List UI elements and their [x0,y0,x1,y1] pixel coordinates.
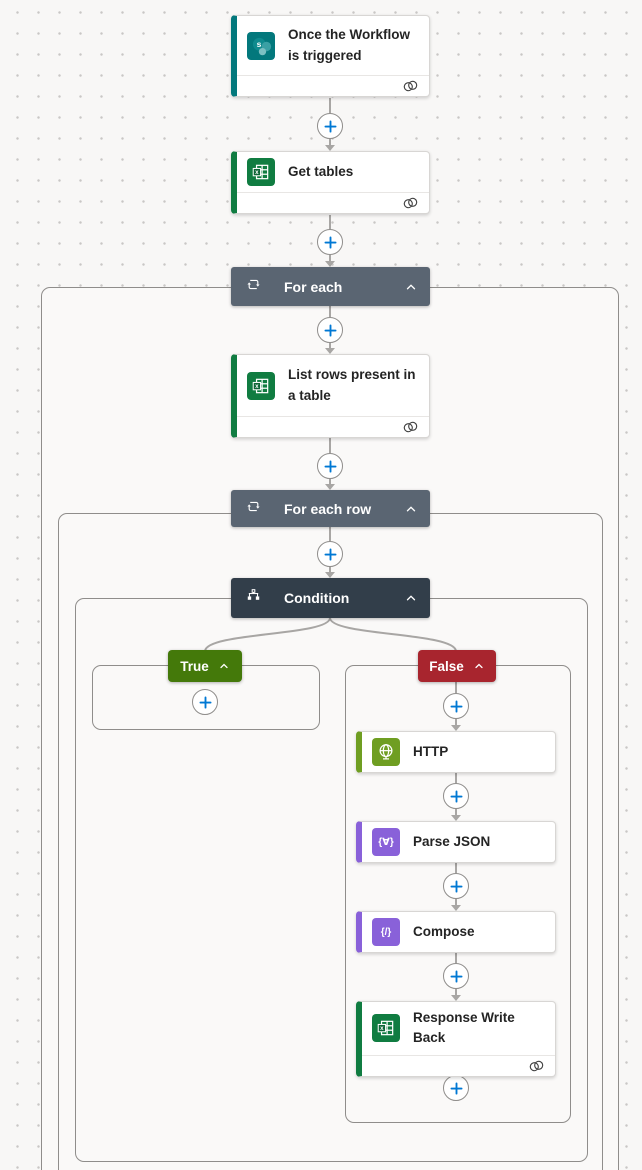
connector-line [329,306,331,317]
connector-line [455,809,457,815]
plus-icon [450,790,462,802]
badge-label: False [429,658,464,674]
plus-icon [199,696,211,708]
node-title: Compose [413,923,475,939]
node-title: HTTP [413,743,449,759]
add-action-button[interactable] [317,541,343,567]
plus-icon [324,324,336,336]
scope-label: Condition [284,590,350,606]
connector-line [329,255,331,261]
node-card-http[interactable]: HTTP [356,731,556,773]
connector-line [329,343,331,348]
node-card-parse-json[interactable]: {∀} Parse JSON [356,821,556,863]
chevron-up-icon[interactable] [218,660,230,672]
braces-icon: {/} [372,918,400,946]
add-action-button[interactable] [317,317,343,343]
connector-line [455,682,457,693]
add-action-button[interactable] [317,453,343,479]
connector-line [329,98,331,113]
connector-line [455,861,457,873]
connector-arrow [325,145,335,151]
condition-icon [246,588,261,608]
node-card-get-tables[interactable]: x Get tables [231,151,430,214]
connector-line [455,771,457,783]
svg-text:s: s [257,39,262,49]
connector-line [329,479,331,484]
globe-icon [372,738,400,766]
connector-line [455,899,457,905]
sharepoint-trigger-icon: s [247,31,275,60]
connection-icon[interactable] [400,194,420,213]
connector-line [329,139,331,146]
excel-icon: x [372,1014,400,1043]
plus-icon [450,970,462,982]
add-action-button[interactable] [443,783,469,809]
connector-line [455,989,457,995]
connector-arrow [451,995,461,1001]
svg-text:x: x [255,383,259,390]
node-card-list-rows[interactable]: x List rows present in a table [231,354,430,438]
for-each-scope-header[interactable]: For each [231,267,430,306]
add-action-button[interactable] [443,873,469,899]
node-title: Get tables [288,163,354,179]
connection-icon[interactable] [400,77,420,96]
connector-arrow [325,484,335,490]
add-action-button[interactable] [192,689,218,715]
connector-arrow [325,572,335,578]
connector-line [329,438,331,453]
excel-icon: x [247,158,275,186]
add-action-button[interactable] [443,963,469,989]
connector-arrow [325,348,335,354]
loop-icon [246,499,261,519]
connector-arrow [325,261,335,267]
false-branch-badge[interactable]: False [418,650,496,682]
node-title: Parse JSON [413,833,491,849]
connector-line [329,215,331,229]
condition-scope-header[interactable]: Condition [231,578,430,618]
plus-icon [450,1082,462,1094]
plus-icon [450,700,462,712]
node-card-compose[interactable]: {/} Compose [356,911,556,953]
svg-text:x: x [380,1025,384,1032]
chevron-up-icon[interactable] [404,502,418,516]
add-action-button[interactable] [443,1075,469,1101]
badge-label: True [180,658,209,674]
node-card-response-write-back[interactable]: x Response Write Back [356,1001,556,1077]
chevron-up-icon[interactable] [404,591,418,605]
node-title: Once the Workflow is triggered [288,27,411,63]
add-action-button[interactable] [317,229,343,255]
connector-line [455,951,457,963]
plus-icon [324,236,336,248]
for-each-row-scope-header[interactable]: For each row [231,490,430,527]
plus-icon [450,880,462,892]
plus-icon [324,460,336,472]
node-title: List rows present in a table [288,367,416,403]
chevron-up-icon[interactable] [404,280,418,294]
chevron-up-icon[interactable] [473,660,485,672]
connector-arrow [451,815,461,821]
excel-icon: x [247,371,275,400]
connector-line [455,719,457,725]
add-action-button[interactable] [317,113,343,139]
connector-line [329,567,331,572]
add-action-button[interactable] [443,693,469,719]
true-branch-badge[interactable]: True [168,650,242,682]
scope-label: For each [284,278,343,295]
plus-icon [324,120,336,132]
loop-icon [246,277,261,297]
svg-text:x: x [255,169,259,176]
braces-icon: {∀} [372,828,400,856]
node-title: Response Write Back [413,1010,515,1046]
connection-icon[interactable] [400,418,420,437]
plus-icon [324,548,336,560]
scope-label: For each row [284,500,372,517]
connection-icon[interactable] [526,1056,546,1075]
connector-line [329,527,331,541]
node-card-trigger[interactable]: s Once the Workflow is triggered [231,15,430,97]
connector-arrow [451,725,461,731]
connector-arrow [451,905,461,911]
